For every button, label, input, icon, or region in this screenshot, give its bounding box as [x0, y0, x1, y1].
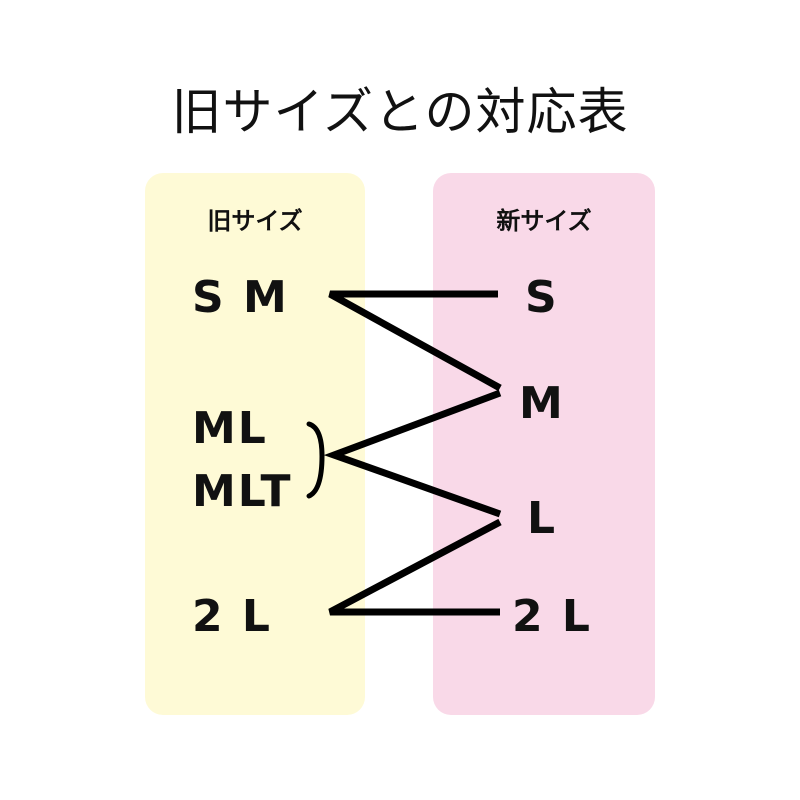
new-size-m: M — [519, 378, 565, 429]
new-size-panel: 新サイズ — [433, 173, 655, 715]
old-size-2l: 2 L — [192, 591, 272, 642]
new-size-l: L — [527, 493, 558, 544]
old-size-header: 旧サイズ — [207, 207, 303, 235]
old-size-mlt: MLT — [192, 466, 293, 517]
old-size-sm: S M — [192, 272, 289, 323]
line-2l-to-l-2l — [328, 518, 502, 616]
new-size-2l: 2 L — [512, 591, 592, 642]
line-sm-to-s-m — [328, 290, 502, 392]
old-size-panel: 旧サイズ — [145, 173, 365, 715]
page-title: 旧サイズとの対応表 — [171, 83, 629, 141]
line-ml-to-m-l — [323, 389, 502, 518]
group-bracket-icon — [306, 421, 325, 499]
new-size-s: S — [525, 272, 559, 323]
new-size-header: 新サイズ — [496, 207, 592, 235]
old-size-ml: ML — [192, 403, 268, 454]
